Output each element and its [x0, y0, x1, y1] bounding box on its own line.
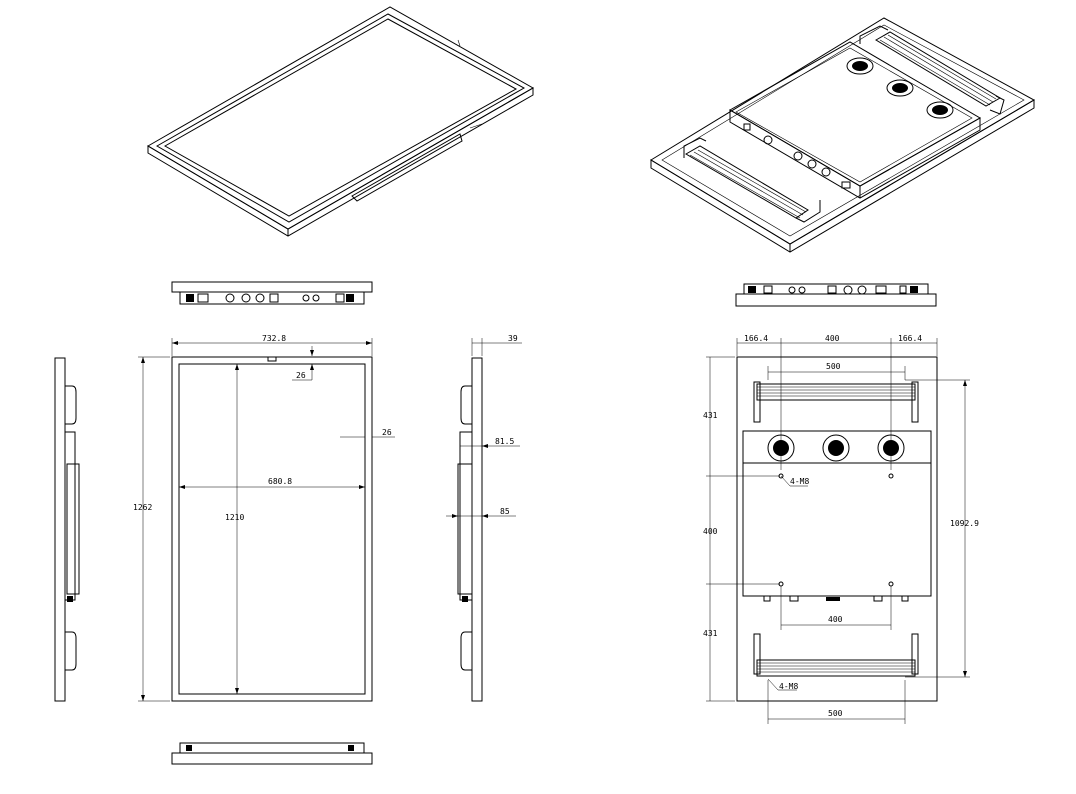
depth-label: 39	[508, 334, 518, 343]
top-holes-label: 500	[826, 362, 841, 371]
left-margin-label: 166.4	[744, 334, 768, 343]
center-spacing-label: 400	[825, 334, 840, 343]
left-side-view	[54, 357, 80, 702]
bottom-section-label: 431	[703, 629, 718, 638]
top-view-front	[171, 281, 373, 305]
overall-width-label: 732.8	[262, 334, 286, 343]
thread-lower-label: 4-M8	[779, 682, 798, 691]
lower-grille-hatch	[757, 662, 915, 673]
rear-view: 166.4 400 166.4 500 431 400 431 1092.9 4…	[703, 334, 979, 724]
top-view-rear	[735, 283, 937, 307]
front-view: 680.8 1210 732.8 1262 26 26	[133, 334, 395, 702]
overall-height-label: 1262	[133, 503, 152, 512]
total-depth-label: 85	[500, 507, 510, 516]
right-margin-label: 166.4	[898, 334, 922, 343]
vertical-span-label: 1092.9	[950, 519, 979, 528]
offset-label: 81.5	[495, 437, 514, 446]
middle-section-label: 400	[703, 527, 718, 536]
thread-upper-label: 4-M8	[790, 477, 809, 486]
isometric-rear-view	[650, 17, 1036, 253]
lower-holes-label: 400	[828, 615, 843, 624]
active-height-label: 1210	[225, 513, 244, 522]
bottom-view	[171, 742, 373, 765]
right-side-view: 39 81.5 85	[446, 334, 522, 702]
active-width-label: 680.8	[268, 477, 292, 486]
grille-hatch	[689, 34, 997, 219]
top-section-label: 431	[703, 411, 718, 420]
bezel-top-label: 26	[296, 371, 306, 380]
upper-grille-hatch	[757, 386, 915, 397]
isometric-front-view	[147, 6, 535, 237]
bottom-holes-label: 500	[828, 709, 843, 718]
bezel-side-label: 26	[382, 428, 392, 437]
